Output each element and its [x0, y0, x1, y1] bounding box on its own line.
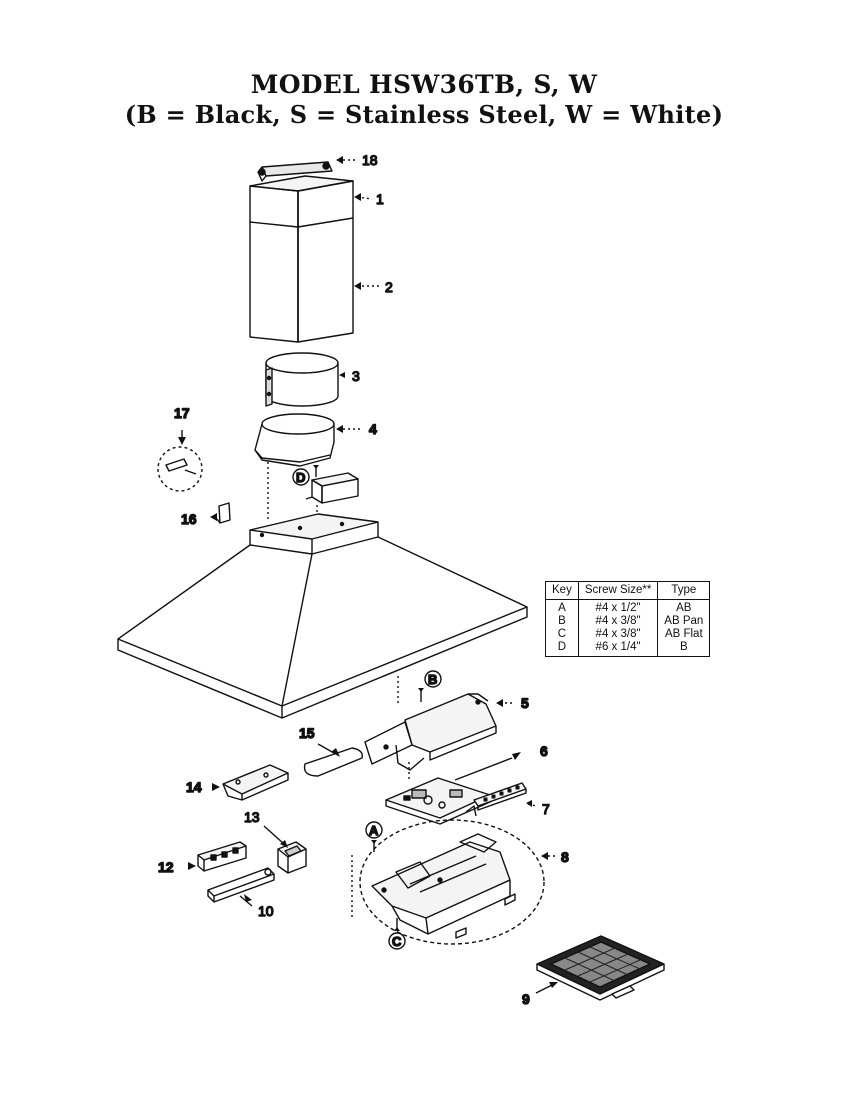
callout-2: 2 [385, 279, 393, 295]
screw-key-a-label: A [369, 823, 379, 838]
part-15-lens [303, 743, 363, 777]
screw-table-header-type: Type [657, 581, 711, 600]
table-row: C #4 x 3/8" AB Flat [545, 628, 711, 641]
screw-key-d-label: D [296, 470, 305, 485]
screw-key-a [365, 821, 383, 852]
callout-7: 7 [542, 801, 550, 817]
callout-15: 15 [299, 725, 315, 741]
screw-size-table: Key Screw Size** Type A #4 x 1/2" AB B #… [545, 581, 711, 657]
junction-box [305, 472, 359, 504]
screw-type-cell: AB [657, 599, 711, 615]
screw-type-cell: B [657, 641, 711, 657]
part-9-filter [536, 935, 665, 1001]
screw-type-cell: AB Pan [657, 615, 711, 628]
screw-key-b-label: B [428, 672, 437, 687]
screw-key-cell: D [545, 641, 579, 657]
callout-17: 17 [174, 405, 190, 421]
screw-table-header-size: Screw Size** [577, 581, 659, 600]
part-10-socket-bar [207, 867, 275, 907]
screw-size-cell: #4 x 1/2" [577, 599, 659, 615]
part-5-blower-housing [364, 693, 497, 771]
callout-1: 1 [376, 191, 384, 207]
part-13-switch [263, 825, 307, 874]
screw-key-cell: B [545, 615, 579, 628]
screw-size-cell: #4 x 3/8" [577, 615, 659, 628]
callout-8: 8 [561, 849, 569, 865]
part-3-duct-ring [265, 352, 339, 407]
table-row: D #6 x 1/4" B [545, 641, 711, 657]
part-1-2-chimney [249, 175, 354, 343]
part-4-damper [254, 413, 335, 467]
model-title: MODEL HSW36TB, S, W [250, 70, 598, 99]
screw-size-cell: #6 x 1/4" [577, 641, 659, 657]
callout-6: 6 [540, 743, 548, 759]
table-row: B #4 x 3/8" AB Pan [545, 615, 711, 628]
table-row: A #4 x 1/2" AB [545, 599, 711, 615]
screw-key-cell: C [545, 628, 579, 641]
screw-type-cell: AB Flat [657, 628, 711, 641]
part-16-clip [216, 502, 231, 524]
callout-3: 3 [352, 368, 360, 384]
screw-key-c-label: C [392, 934, 402, 949]
part-14-light-housing [222, 764, 289, 801]
screw-key-c [388, 918, 406, 950]
part-12-socket [197, 841, 247, 872]
part-6-control-board [385, 757, 513, 825]
callout-5: 5 [521, 695, 529, 711]
part-8-chassis [359, 819, 545, 945]
screw-key-d [292, 465, 319, 486]
screw-table-header-key: Key [545, 581, 579, 600]
callout-16: 16 [181, 511, 197, 527]
part-7-switch-strip [465, 782, 527, 817]
part-17-detail [157, 430, 203, 492]
callout-18: 18 [362, 152, 378, 168]
screw-table-header: Key Screw Size** Type [545, 581, 711, 600]
screw-key-cell: A [545, 599, 579, 615]
callout-14: 14 [186, 779, 202, 795]
callout-12: 12 [158, 859, 174, 875]
part-18-bracket [257, 161, 333, 182]
screw-size-cell: #4 x 3/8" [577, 628, 659, 641]
callout-10: 10 [258, 903, 274, 919]
callout-9: 9 [522, 991, 530, 1007]
color-legend-subtitle: (B = Black, S = Stainless Steel, W = Whi… [124, 100, 724, 129]
hood-canopy [117, 513, 528, 719]
callout-13: 13 [244, 809, 260, 825]
alignment-lines [267, 462, 410, 918]
screw-key-b [418, 670, 442, 702]
callout-4: 4 [369, 421, 377, 437]
